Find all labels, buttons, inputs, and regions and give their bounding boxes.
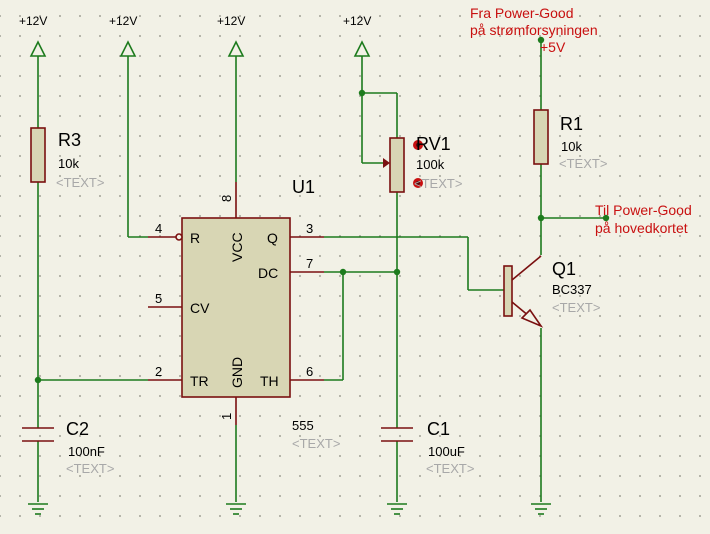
c2-text-placeholder: <TEXT> xyxy=(66,461,114,476)
potentiometer-rv1[interactable] xyxy=(383,137,423,193)
u1-pin-name-dc: DC xyxy=(258,265,278,281)
u1-pin-number-1: 1 xyxy=(219,413,234,420)
timer-u1[interactable] xyxy=(148,182,324,425)
u1-pin-name-tr: TR xyxy=(190,373,209,389)
note-output-line2: på hovedkortet xyxy=(595,220,688,236)
rv1-text-placeholder: <TEXT> xyxy=(414,176,462,191)
r1-value: 10k xyxy=(561,139,582,154)
junction-dots xyxy=(34,36,610,384)
rv1-ref: RV1 xyxy=(416,134,451,154)
r1-ref: R1 xyxy=(560,114,583,134)
wires xyxy=(37,40,606,502)
supply-label-reset: +12V xyxy=(109,14,137,28)
capacitor-c1[interactable] xyxy=(381,427,413,442)
ground-symbol-c1 xyxy=(387,503,407,515)
transistor-q1[interactable] xyxy=(503,255,544,328)
u1-text-placeholder: <TEXT> xyxy=(292,436,340,451)
c2-value: 100nF xyxy=(68,444,105,459)
power-arrow-r3 xyxy=(29,40,47,60)
u1-pin-name-q: Q xyxy=(267,230,278,246)
supply-label-vcc: +12V xyxy=(217,14,245,28)
c1-text-placeholder: <TEXT> xyxy=(426,461,474,476)
r3-ref: R3 xyxy=(58,130,81,150)
u1-value: 555 xyxy=(292,418,314,433)
u1-pin-name-gnd: GND xyxy=(229,357,245,388)
rv1-value: 100k xyxy=(416,157,445,172)
supply-label-r3: +12V xyxy=(19,14,47,28)
c1-value: 100uF xyxy=(428,444,465,459)
q1-text-placeholder: <TEXT> xyxy=(552,300,600,315)
resistor-r3-body[interactable] xyxy=(30,127,46,183)
ground-symbol-u1 xyxy=(226,503,246,515)
capacitor-c2[interactable] xyxy=(22,427,54,442)
supply-label-r1: +5V xyxy=(540,39,566,55)
c1-ref: C1 xyxy=(427,419,450,439)
u1-pin-number-6: 6 xyxy=(306,364,313,379)
r3-text-placeholder: <TEXT> xyxy=(56,175,104,190)
note-source-line2: på strømforsyningen xyxy=(470,22,598,38)
resistor-r1-body[interactable] xyxy=(533,109,549,165)
c2-ref: C2 xyxy=(66,419,89,439)
u1-pin-number-5: 5 xyxy=(155,291,162,306)
ground-symbol-c2 xyxy=(28,503,48,515)
r1-text-placeholder: <TEXT> xyxy=(559,156,607,171)
power-arrow-rv1 xyxy=(353,40,371,60)
power-arrow-reset xyxy=(119,40,137,60)
note-source-line1: Fra Power-Good xyxy=(470,5,573,21)
u1-pin-name-r: R xyxy=(190,230,200,246)
u1-ref: U1 xyxy=(292,177,315,197)
u1-pin-name-vcc: VCC xyxy=(229,232,245,262)
u1-pin-name-cv: CV xyxy=(190,300,210,316)
power-arrow-vcc xyxy=(227,40,245,60)
u1-pin-number-7: 7 xyxy=(306,256,313,271)
r3-value: 10k xyxy=(58,156,79,171)
u1-pin-number-4: 4 xyxy=(155,221,162,236)
supply-label-rv1: +12V xyxy=(343,14,371,28)
q1-value: BC337 xyxy=(552,282,592,297)
u1-pin-number-3: 3 xyxy=(306,221,313,236)
u1-pin-number-8: 8 xyxy=(219,195,234,202)
u1-pin-name-th: TH xyxy=(260,373,279,389)
ground-symbol-q1 xyxy=(531,503,551,515)
u1-pin-number-2: 2 xyxy=(155,364,162,379)
q1-ref: Q1 xyxy=(552,259,576,279)
note-output-line1: Til Power-Good xyxy=(595,202,692,218)
